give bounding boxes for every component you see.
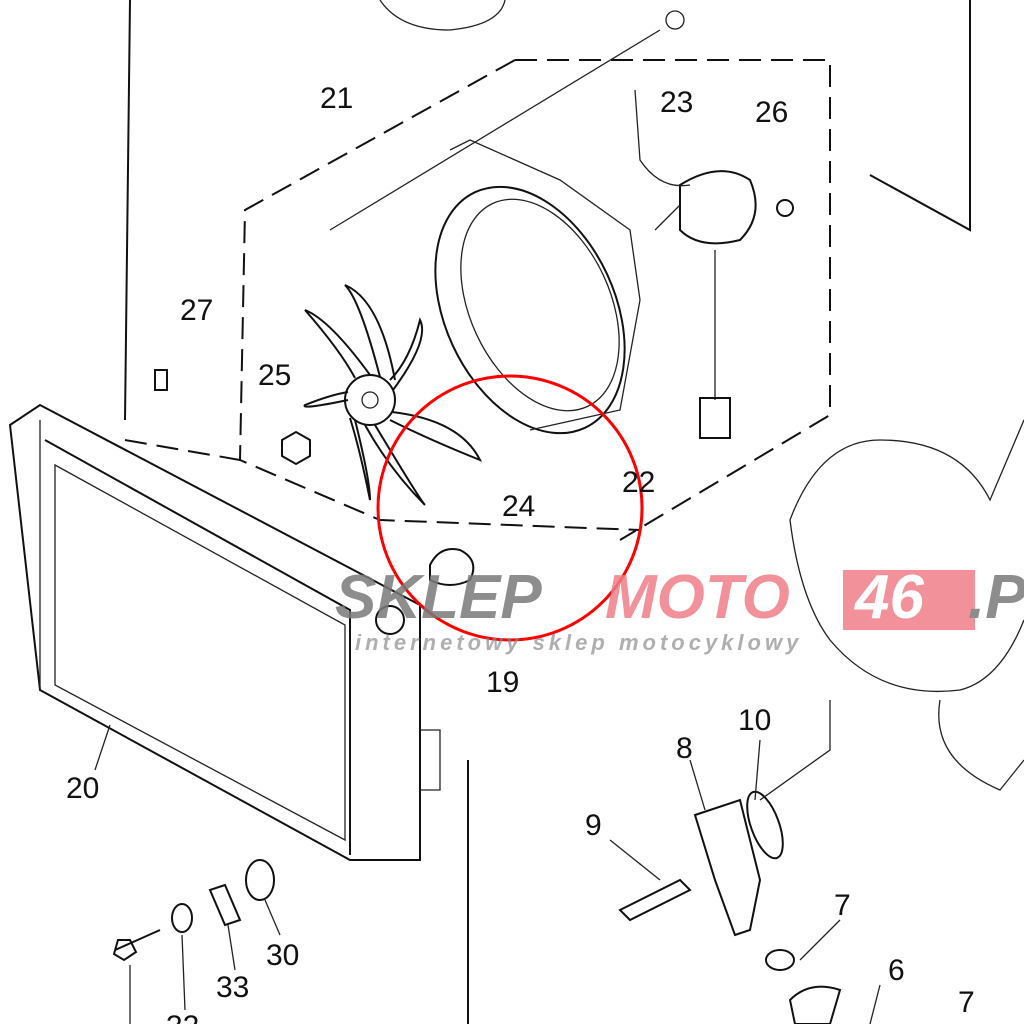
frame-line [124,0,131,421]
watermark-box [843,570,975,630]
label-21: 21 [320,82,353,115]
watermark-logo: SKLEP MOTO 46 .PL internetowy sklep moto… [335,563,1024,655]
label-22: 22 [622,466,655,499]
radiator-cap [429,548,475,586]
label-8: 8 [676,732,693,765]
watermark-tagline: internetowy sklep motocyklowy [355,630,802,655]
bolt-9 [618,878,692,922]
watermark-gray: SKLEP [335,563,542,632]
label-9: 9 [585,809,602,842]
grommet-30 [245,859,275,901]
housing-8 [693,798,762,937]
leader-lines [609,739,881,1024]
fan-shroud-rim [449,139,641,431]
part-labels: 21 23 26 27 25 24 22 19 20 10 8 9 7 30 3… [66,82,975,1024]
watermark-red: MOTO [605,563,790,632]
label-7: 7 [834,889,851,922]
bolt [112,929,161,962]
label-30: 30 [266,939,299,972]
clamp-7 [765,949,795,971]
label-26: 26 [755,96,788,129]
label-27: 27 [180,294,213,327]
label-32: 32 [166,1010,199,1024]
washer [665,10,685,30]
fan-blade [303,284,483,506]
kit-boundary [238,59,641,531]
label-24: 24 [502,490,535,523]
collar-33 [208,883,242,927]
nut-25 [281,430,311,466]
clip-27 [154,369,168,391]
leader-lines [94,724,281,1024]
kit-boundary [515,59,831,541]
fan-motor [679,170,757,245]
highlight-circle [376,374,644,642]
radiator [8,403,441,861]
washer-32 [171,903,193,933]
hose-6 [788,985,842,1024]
label-6: 6 [888,954,905,987]
label-7b: 7 [958,986,975,1019]
label-20: 20 [66,772,99,805]
fan-shroud [434,185,626,435]
connector [699,397,731,439]
label-23: 23 [660,86,693,119]
label-10: 10 [738,704,771,737]
upper-part [379,0,506,31]
leader-line [329,29,661,231]
label-33: 33 [216,971,249,1004]
label-19: 19 [486,666,519,699]
frame-line [869,0,971,232]
watermark-box-text: 46 [853,563,924,632]
reservoir-outline [759,699,1024,801]
bolt-26 [776,199,794,217]
watermark-suffix: .PL [968,563,1024,632]
motor-wire [634,89,691,231]
label-25: 25 [258,359,291,392]
fan-shroud-inner [460,198,620,412]
o-ring-10 [746,790,784,860]
reservoir-tank [789,419,1024,693]
kit-boundary [124,439,241,461]
